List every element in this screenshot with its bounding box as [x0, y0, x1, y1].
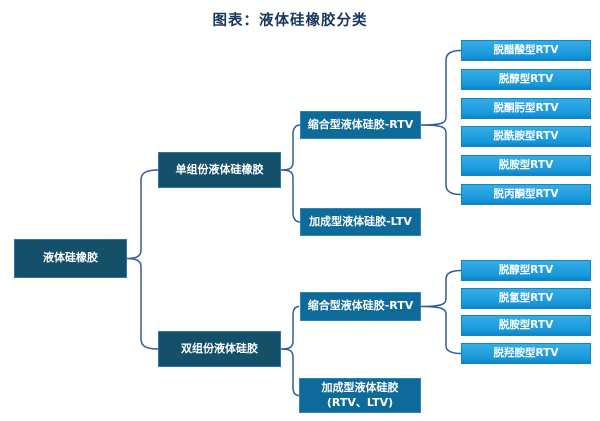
page-title: 图表：液体硅橡胶分类	[212, 13, 368, 29]
node-two-component: 双组份液体硅胶	[158, 331, 281, 367]
node-deacetone-rtv: 脱丙酮型RTV	[461, 184, 591, 205]
node-deamide-rtv: 脱酰胺型RTV	[461, 126, 591, 147]
node-dealcohol-rtv-1: 脱醇型RTV	[461, 69, 591, 90]
node-dehydroxylamine-rtv: 脱羟胺型RTV	[461, 343, 591, 364]
node-deacetoxy-rtv: 脱醋酸型RTV	[461, 40, 591, 61]
node-addition-rtv-ltv: 加成型液体硅胶(RTV、LTV)	[299, 378, 421, 413]
node-deketoxime-rtv: 脱酮肟型RTV	[461, 98, 591, 119]
node-addition-ltv: 加成型液体硅胶-LTV	[300, 208, 421, 236]
node-single-component: 单组份液体硅橡胶	[158, 152, 281, 188]
node-condensation-rtv-1: 缩合型液体硅胶-RTV	[300, 111, 421, 139]
node-dealcohol-rtv-2: 脱醇型RTV	[461, 260, 591, 281]
node-dehydrogen-rtv: 脱氢型RTV	[461, 288, 591, 309]
node-condensation-rtv-2: 缩合型液体硅胶-RTV	[300, 292, 421, 321]
node-deamine-rtv-1: 脱胺型RTV	[461, 155, 591, 176]
node-deamine-rtv-2: 脱胺型RTV	[461, 315, 591, 336]
node-root: 液体硅橡胶	[14, 239, 127, 278]
